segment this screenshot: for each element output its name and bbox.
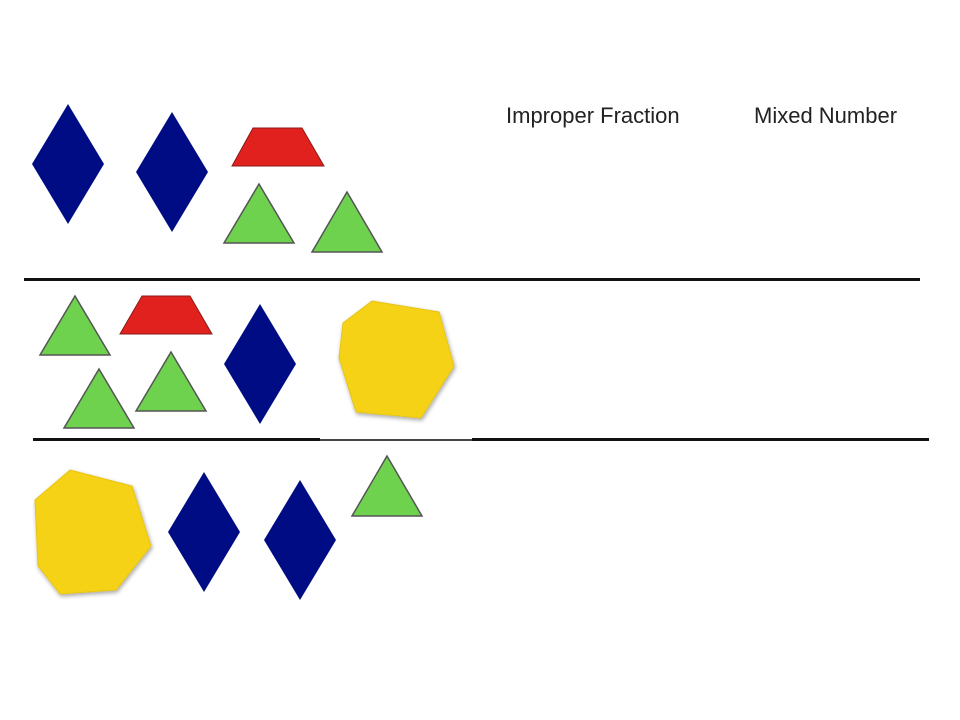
row-1-pieces: [32, 104, 384, 253]
row-3-pieces: [34, 454, 424, 600]
improper-fraction-header: Improper Fraction: [506, 103, 680, 128]
green-triangle-icon: [350, 454, 424, 517]
blue-rhombus-icon: [264, 480, 336, 600]
blue-rhombus-icon: [32, 104, 104, 224]
green-triangle-icon: [310, 190, 384, 253]
green-triangle-icon: [62, 367, 136, 429]
yellow-hexagon-icon: [34, 469, 152, 595]
mixed-number-header: Mixed Number: [754, 103, 898, 128]
blue-rhombus-icon: [136, 112, 208, 232]
red-trapezoid-icon: [231, 127, 325, 167]
green-triangle-icon: [38, 294, 112, 356]
row-divider-2-gap: [320, 439, 472, 441]
red-trapezoid-icon: [119, 295, 213, 335]
green-triangle-icon: [222, 182, 296, 244]
green-triangle-icon: [134, 350, 208, 412]
blue-rhombus-icon: [224, 304, 296, 424]
blue-rhombus-icon: [168, 472, 240, 592]
row-divider-2-right: [472, 438, 929, 441]
yellow-hexagon-icon: [338, 300, 455, 419]
row-divider-2: [33, 438, 320, 441]
row-2-pieces: [38, 294, 455, 429]
row-divider-1: [24, 278, 920, 281]
